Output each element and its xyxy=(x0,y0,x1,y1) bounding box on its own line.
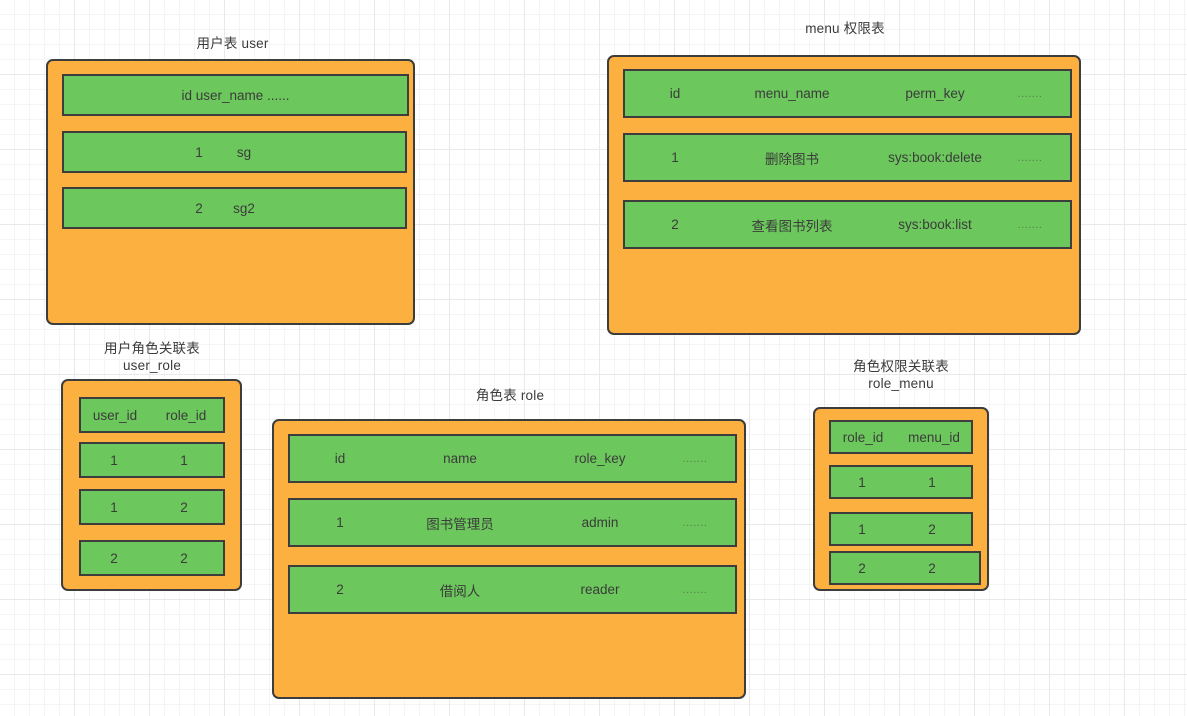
table-row: 2 2 xyxy=(79,540,225,576)
cell: 1 xyxy=(928,474,936,490)
cell: 1 xyxy=(336,515,344,530)
cell: 1 xyxy=(671,150,679,165)
cell: ....... xyxy=(1017,87,1043,100)
cell: ....... xyxy=(682,516,708,529)
cell: sg xyxy=(236,144,252,160)
cell: 借阅人 xyxy=(439,583,481,599)
table-user-role-title: 用户角色关联表 user_role xyxy=(104,341,200,373)
cell: 1 xyxy=(180,452,188,468)
table-role-menu-title: 角色权限关联表 role_menu xyxy=(853,359,949,391)
table-row: 1 2 xyxy=(79,489,225,525)
cell: 图书管理员 xyxy=(426,516,494,532)
cell: user_id xyxy=(92,407,138,423)
table-user-role-box: user_id role_id 1 1 1 2 2 2 xyxy=(61,379,242,591)
cell: 2 xyxy=(336,582,344,597)
table-row: 1 1 xyxy=(79,442,225,478)
table-row: 1 图书管理员 admin ....... xyxy=(288,498,737,547)
cell: name xyxy=(443,451,477,466)
cell: id xyxy=(669,86,681,101)
cell: perm_key xyxy=(905,86,965,101)
cell: ....... xyxy=(682,452,708,465)
table-role-box: id name role_key ....... 1 图书管理员 admin .… xyxy=(272,419,746,699)
table-row: role_id menu_id xyxy=(829,420,973,454)
cell: reader xyxy=(580,582,620,597)
cell: ....... xyxy=(1017,218,1043,231)
cell: admin xyxy=(581,515,619,530)
table-row: 1 sg xyxy=(62,131,407,173)
table-role-menu-box: role_id menu_id 1 1 1 2 2 2 xyxy=(813,407,989,591)
table-row: id user_name ...... xyxy=(62,74,409,116)
cell: 2 xyxy=(928,521,936,537)
table-row: 2 sg2 xyxy=(62,187,407,229)
cell: 2 xyxy=(180,550,188,566)
cell: 2 xyxy=(858,560,866,576)
table-row: 1 1 xyxy=(829,465,973,499)
cell: id user_name ...... xyxy=(181,87,290,103)
cell: sg2 xyxy=(233,200,255,216)
cell: menu_id xyxy=(908,429,960,445)
table-row: 2 借阅人 reader ....... xyxy=(288,565,737,614)
table-row: id name role_key ....... xyxy=(288,434,737,483)
table-user-box: id user_name ...... 1 sg 2 sg2 xyxy=(46,59,415,325)
cell: role_id xyxy=(165,407,207,423)
cell: 2 xyxy=(180,499,188,515)
table-row: 1 删除图书 sys:book:delete ....... xyxy=(623,133,1072,182)
table-menu-box: id menu_name perm_key ....... 1 删除图书 sys… xyxy=(607,55,1081,335)
cell: ....... xyxy=(1017,151,1043,164)
cell: 2 xyxy=(110,550,118,566)
cell: 1 xyxy=(110,499,118,515)
table-user-title: 用户表 user xyxy=(196,36,269,51)
cell: role_id xyxy=(842,429,884,445)
cell: 2 xyxy=(195,200,203,216)
table-role-title: 角色表 role xyxy=(475,388,545,403)
cell: menu_name xyxy=(754,86,830,101)
cell: 删除图书 xyxy=(765,151,819,167)
table-row: 2 查看图书列表 sys:book:list ....... xyxy=(623,200,1072,249)
cell: 2 xyxy=(671,217,679,232)
cell: sys:book:list xyxy=(898,217,972,232)
table-row: user_id role_id xyxy=(79,397,225,433)
cell: ....... xyxy=(682,583,708,596)
table-row: 1 2 xyxy=(829,512,973,546)
table-menu-title: menu 权限表 xyxy=(805,21,885,36)
cell: 查看图书列表 xyxy=(751,218,833,234)
cell: sys:book:delete xyxy=(888,150,982,165)
cell: 1 xyxy=(195,144,203,160)
cell: id xyxy=(334,451,346,466)
table-row: 2 2 xyxy=(829,551,981,585)
table-row: id menu_name perm_key ....... xyxy=(623,69,1072,118)
cell: role_key xyxy=(574,451,626,466)
cell: 1 xyxy=(858,474,866,490)
cell: 2 xyxy=(928,560,936,576)
cell: 1 xyxy=(858,521,866,537)
cell: 1 xyxy=(110,452,118,468)
